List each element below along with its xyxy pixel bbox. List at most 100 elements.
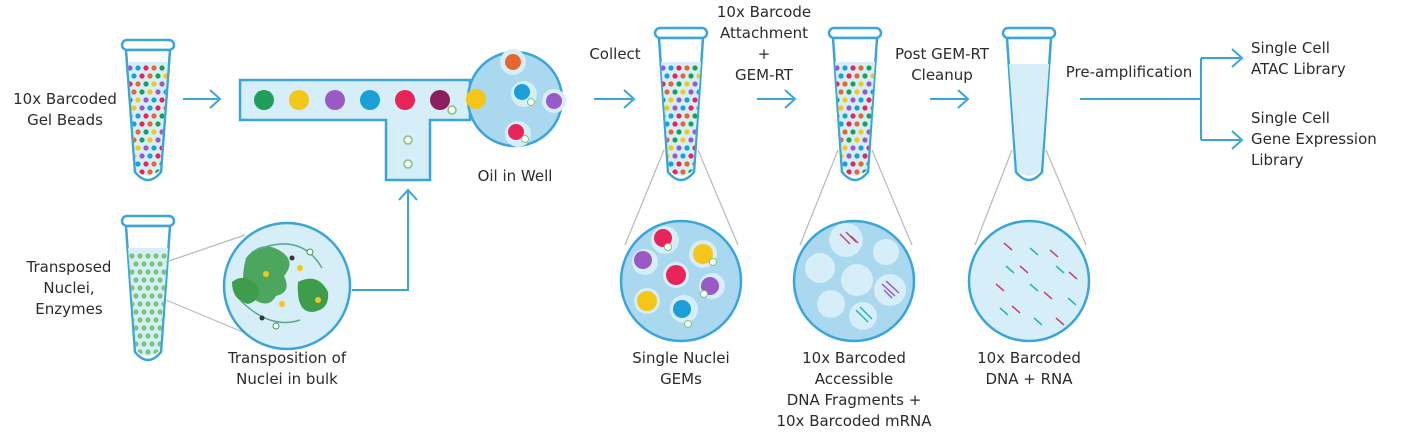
bead-dot (157, 261, 163, 267)
bead-dot (672, 105, 678, 111)
bead-dot (143, 129, 149, 135)
atac-library-line1: Single Cell (1251, 39, 1330, 57)
barcoded-fragments-label: 10x Barcoded Accessible DNA Fragments + … (764, 348, 944, 432)
transposed-label-line3: Enzymes (35, 300, 103, 318)
transposed-label-line2: Nuclei, (43, 279, 95, 297)
bead-dot (862, 105, 868, 111)
bead-dot (153, 253, 159, 259)
bead-dot (163, 153, 168, 159)
bead-dot (676, 81, 682, 87)
bead-dot (157, 309, 163, 315)
bead-dot (838, 89, 844, 95)
bead-dot (153, 317, 159, 323)
bead-dot (141, 293, 147, 299)
bead-dot (862, 89, 868, 95)
single-nuclei-gems-line1: Single Nuclei (632, 349, 730, 367)
bead-dot (862, 153, 868, 159)
bead-dot (858, 81, 864, 87)
bead-dot (680, 121, 686, 127)
bead-dot (661, 65, 666, 71)
bead-dot (858, 97, 864, 103)
bead-dot (147, 73, 153, 79)
bead-dot (157, 277, 163, 283)
bead-dot (672, 137, 678, 143)
bead-dot (149, 341, 155, 347)
barcoded-fragments-line1: 10x Barcoded (802, 349, 906, 367)
bead-dot (135, 97, 141, 103)
bead-dot (135, 113, 141, 119)
bead-dot (680, 153, 686, 159)
barcoded-dna-rna-label: 10x Barcoded DNA + RNA (964, 348, 1094, 390)
bead-dot (153, 285, 159, 291)
bead-dot (139, 89, 145, 95)
bead-dot (668, 65, 674, 71)
bead-dot (854, 73, 860, 79)
bead-dot (866, 113, 872, 119)
bead-dot (131, 105, 137, 111)
bead-dot (155, 153, 161, 159)
bead-dot (862, 137, 868, 143)
bead-dot (145, 333, 151, 339)
oil-in-well-label: Oil in Well (477, 167, 553, 185)
bead-dot (147, 169, 153, 175)
bead-dot (854, 169, 860, 175)
bead-dot (842, 81, 848, 87)
transposed-label-line1: Transposed (26, 258, 112, 276)
bead-dot (149, 309, 155, 315)
bead-dot (137, 269, 143, 275)
bead-dot (862, 73, 868, 79)
bead-dot (131, 121, 137, 127)
bead-dot (143, 81, 149, 87)
gex-library-line3: Library (1251, 151, 1304, 169)
bead-dot (668, 113, 674, 119)
bead-dot (143, 161, 149, 167)
gems-circle-icon (619, 219, 743, 343)
barcode-attachment-line4: GEM-RT (735, 66, 793, 84)
barcoded-fragments-line3: DNA Fragments + (786, 391, 922, 409)
bead-dot (676, 65, 682, 71)
bead-dot (870, 169, 875, 175)
bead-dot (842, 129, 848, 135)
bead-dot (128, 145, 133, 151)
bead-dot (141, 309, 147, 315)
gex-library-line1: Single Cell (1251, 109, 1330, 127)
bead-dot (145, 301, 151, 307)
single-nuclei-gems-line2: GEMs (660, 370, 702, 388)
transposition-circle-icon (222, 221, 352, 351)
bead-dot (684, 97, 690, 103)
bead-dot (131, 73, 137, 79)
bead-dot (866, 97, 872, 103)
bead-dot (661, 161, 666, 167)
post-gem-label: Post GEM-RT Cleanup (884, 44, 1000, 86)
bead-dot (846, 89, 852, 95)
barcoded-fragments-line4: 10x Barcoded mRNA (776, 412, 932, 430)
bead-dot (151, 161, 157, 167)
bead-dot (866, 81, 872, 87)
bead-dot (145, 269, 151, 275)
bead-dot (668, 81, 674, 87)
barcode-attachment-line2: Attachment (720, 24, 808, 42)
gex-library-line2: Gene Expression (1251, 130, 1377, 148)
post-gem-line1: Post GEM-RT (894, 45, 990, 63)
bead-dot (842, 161, 848, 167)
bead-dot (143, 65, 149, 71)
transposition-label: Transposition of Nuclei in bulk (207, 348, 367, 390)
bead-dot (137, 285, 143, 291)
bead-dot (133, 261, 139, 267)
bead-dot (133, 293, 139, 299)
bead-dot (139, 137, 145, 143)
oil-in-well-icon (466, 49, 566, 148)
bead-dot (147, 105, 153, 111)
bead-dot (688, 153, 694, 159)
bead-dot (835, 65, 840, 71)
bead-dot (684, 81, 690, 87)
bead-dot (153, 269, 159, 275)
bead-dot (145, 253, 151, 259)
bead-dot (846, 137, 852, 143)
bead-dot (846, 153, 852, 159)
bead-dot (147, 121, 153, 127)
bead-dot (151, 129, 157, 135)
bead-dot (145, 285, 151, 291)
bead-dot (129, 253, 135, 259)
